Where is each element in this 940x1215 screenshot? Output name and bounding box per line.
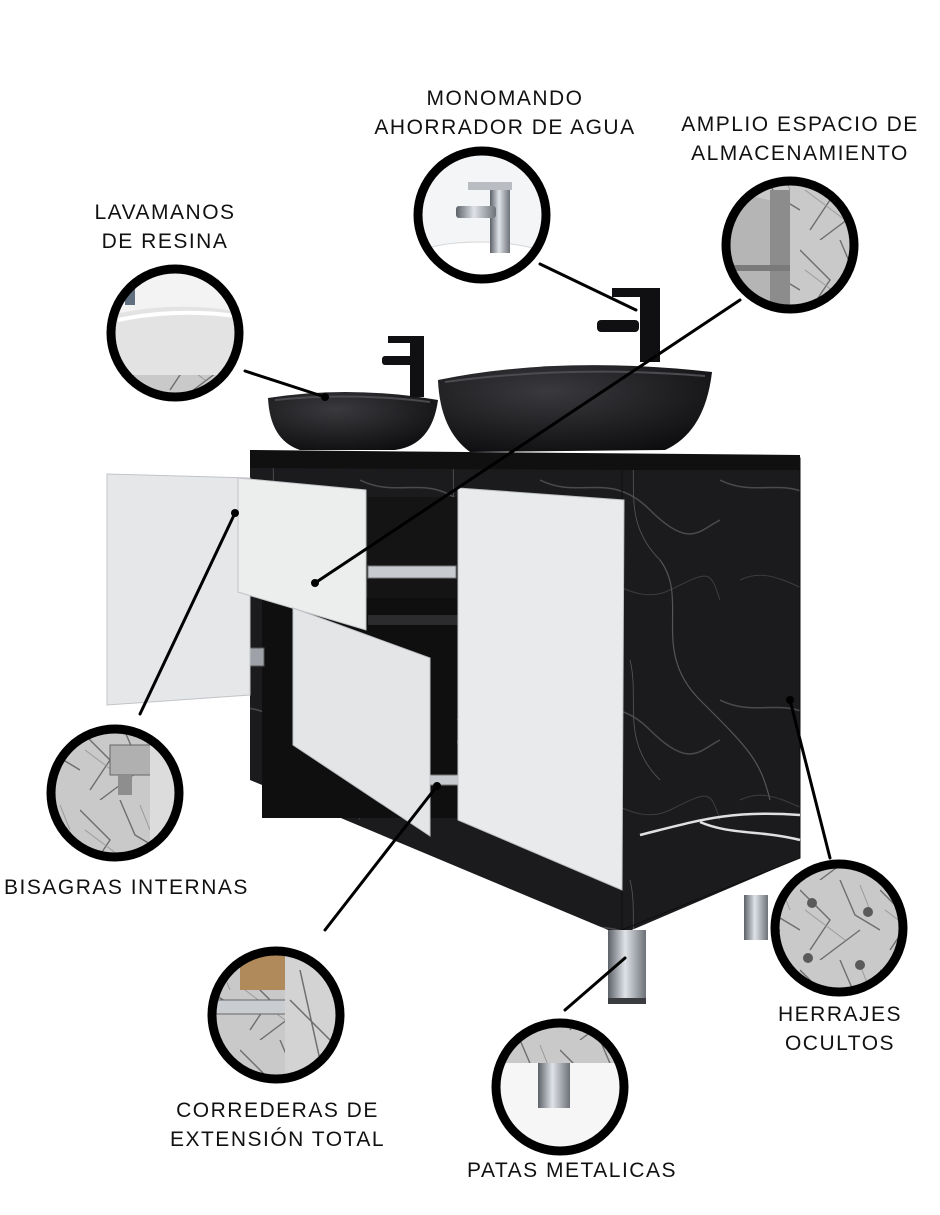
label-line: MONOMANDO (426, 87, 584, 110)
detail-circle-bisagras (46, 724, 184, 862)
vanity-cabinet (106, 450, 801, 1004)
drawer-slide-upper (367, 565, 457, 579)
detail-circle-monomando (413, 146, 551, 284)
leg-back-right (744, 895, 768, 940)
label-patas: PATAS METALICAS (462, 1156, 682, 1185)
inner-shelf (368, 615, 458, 625)
door-left-open (106, 473, 251, 706)
cabinet-side-panel (621, 457, 801, 931)
label-amplio-espacio: AMPLIO ESPACIO DE ALMACENAMIENTO (680, 110, 920, 168)
leader-lines (138, 262, 832, 1012)
label-line: AHORRADOR DE AGUA (374, 116, 636, 139)
drawer-front-bottom (292, 607, 431, 837)
countertop (250, 450, 800, 470)
label-line: ALMACENAMIENTO (691, 142, 909, 165)
label-lavamanos: LAVAMANOS DE RESINA (80, 198, 250, 256)
detail-circle-lavamanos (106, 264, 244, 402)
label-line: HERRAJES (777, 1003, 903, 1026)
drawer-front-top (237, 477, 367, 631)
label-bisagras: BISAGRAS INTERNAS (4, 873, 249, 902)
label-line: AMPLIO ESPACIO DE (681, 113, 919, 136)
right-faucet (597, 288, 660, 362)
left-faucet (382, 336, 424, 397)
label-correderas: CORREDERAS DE EXTENSIÓN TOTAL (165, 1096, 390, 1154)
label-line: OCULTOS (784, 1032, 896, 1055)
detail-circle-correderas (207, 946, 345, 1084)
detail-circle-amplio-espacio (721, 176, 859, 314)
leader-dots (231, 393, 794, 790)
left-basin-set (268, 336, 438, 450)
right-basin-set (438, 288, 712, 452)
label-monomando: MONOMANDO AHORRADOR DE AGUA (370, 84, 640, 142)
label-line: EXTENSIÓN TOTAL (169, 1128, 386, 1151)
label-line: LAVAMANOS (94, 201, 236, 224)
label-line: DE RESINA (101, 230, 229, 253)
left-basin (268, 391, 438, 450)
door-front-right (457, 487, 625, 891)
label-line: PATAS METALICAS (467, 1159, 677, 1182)
detail-circle-patas (491, 1018, 629, 1156)
side-vein (639, 812, 801, 842)
label-line: CORREDERAS DE (176, 1099, 379, 1122)
label-line: BISAGRAS INTERNAS (4, 876, 249, 899)
detail-circle-herrajes (770, 859, 908, 997)
label-herrajes: HERRAJES OCULTOS (770, 1000, 910, 1058)
